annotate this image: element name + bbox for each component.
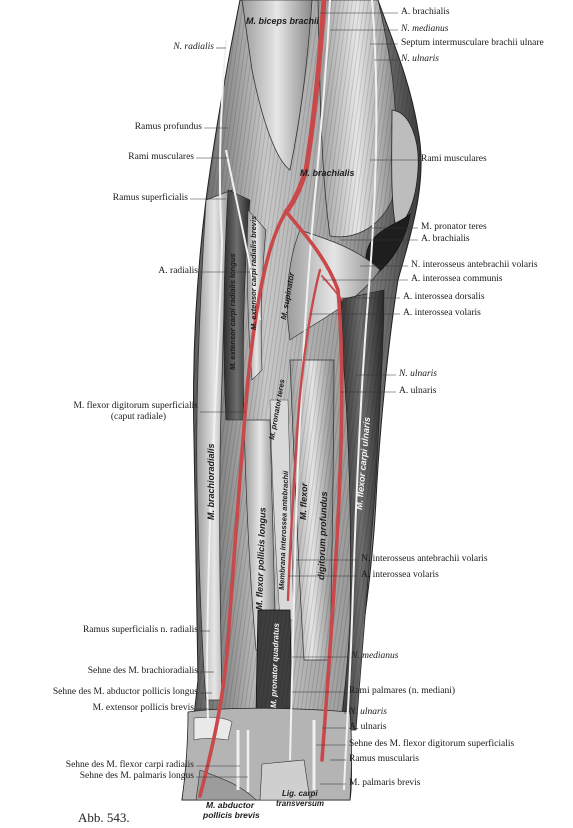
label-sehne-flexor-dig: Sehne des M. flexor digitorum superficia… xyxy=(349,739,515,749)
label-septum: Septum intermusculare brachii ulnare xyxy=(401,38,544,48)
label-n-interosseus-1: N. interosseus antebrachii volaris xyxy=(411,260,538,270)
muscle-pronator-quadratus xyxy=(255,609,293,713)
label-n-interosseus-2: N. interosseus antebrachii volaris xyxy=(361,554,488,564)
muscle-labels: M. biceps brachii M. brachialis M. brach… xyxy=(202,16,372,820)
label-sehne-abductor: Sehne des M. abductor pollicis longus xyxy=(52,687,198,697)
figure-caption: Abb. 543. xyxy=(78,810,130,825)
artery-interossea-dorsalis xyxy=(321,275,343,301)
label-a-ulnaris-mid: A. ulnaris xyxy=(399,386,437,396)
label-n-ulnaris-top: N. ulnaris xyxy=(401,54,440,64)
label-a-interossea-volaris-2: A. interossea volaris xyxy=(361,570,439,580)
label-m-extensor-pollicis: M. extensor pollicis brevis xyxy=(92,703,194,713)
label-lig-2: transversum xyxy=(276,799,324,808)
label-a-interossea-dorsalis: A. interossea dorsalis xyxy=(403,292,485,302)
label-brachialis: M. brachialis xyxy=(300,168,355,178)
label-ext-carpi-brevis: M. extensor carpi radialis brevis xyxy=(249,216,258,330)
label-m-palmaris-brevis: M. palmaris brevis xyxy=(349,778,421,788)
label-flexor-dig-prof-2: digitorum profundus xyxy=(316,491,329,580)
label-ramus-profundus: Ramus profundus xyxy=(134,122,202,132)
label-brachioradialis: M. brachioradialis xyxy=(206,443,216,520)
artery-radialis xyxy=(198,210,288,798)
label-sehne-brachioradialis: Sehne des M. brachioradialis xyxy=(87,666,198,676)
label-rami-musculares-right: Rami musculares xyxy=(421,154,487,164)
leader-lines xyxy=(190,12,418,785)
label-pronator-quadratus: M. pronator quadratus xyxy=(269,622,281,708)
label-a-brachialis-mid: A. brachialis xyxy=(421,234,470,244)
label-flexor-pollicis: M. flexor pollicis longus xyxy=(254,507,268,610)
label-m-flexor-dig-sup: M. flexor digitorum superficialis xyxy=(73,401,198,411)
label-n-radialis: N. radialis xyxy=(173,42,214,52)
label-lig-1: Lig. carpi xyxy=(282,789,318,798)
muscle-brachialis xyxy=(317,0,397,238)
label-a-ulnaris-low: A. ulnaris xyxy=(349,722,387,732)
label-n-ulnaris-low: N. ulnaris xyxy=(349,707,388,717)
label-ramus-superficialis: Ramus superficialis xyxy=(112,193,188,203)
label-ramus-sup-n-radialis: Ramus superficialis n. radialis xyxy=(82,625,198,635)
label-ext-carpi-longus: M. extensor carpi radialis longus xyxy=(228,253,237,370)
label-sehne-palmaris: Sehne des M. palmaris longus xyxy=(79,771,194,781)
label-rami-palmares: Rami palmares (n. mediani) xyxy=(349,686,456,696)
artery-interossea xyxy=(286,268,322,602)
label-n-medianus-top: N. medianus xyxy=(401,24,449,34)
label-m-pronator-teres: M. pronator teres xyxy=(421,222,487,232)
label-a-interossea-volaris-1: A. interossea volaris xyxy=(403,308,481,318)
label-ramus-muscularis: Ramus muscularis xyxy=(349,754,419,764)
artery-ulnaris xyxy=(286,212,344,762)
arteries xyxy=(198,0,344,798)
label-abductor-1: M. abductor xyxy=(206,800,255,810)
label-a-brachialis-top: A. brachialis xyxy=(401,7,450,17)
label-membrana: Membrana interossea antebrachii xyxy=(277,470,290,590)
muscle-biceps xyxy=(241,0,313,171)
label-n-ulnaris-mid: N. ulnaris xyxy=(399,369,438,379)
artery-brachialis xyxy=(283,0,327,215)
label-a-radialis: A. radialis xyxy=(158,266,198,276)
label-caput-radiale: (caput radiale) xyxy=(110,412,166,422)
label-a-interossea-communis: A. interossea communis xyxy=(411,274,503,284)
label-sehne-flexor-carpi: Sehne des M. flexor carpi radialis xyxy=(65,760,194,770)
muscle-flexor-carpi-ulnaris xyxy=(337,289,385,731)
label-rami-musculares-left: Rami musculares xyxy=(128,152,194,162)
label-biceps: M. biceps brachii xyxy=(246,16,320,26)
label-abductor-2: pollicis brevis xyxy=(202,810,260,820)
muscle-flexor-digitorum-profundus xyxy=(289,359,335,661)
label-n-medianus-low: N. medianus xyxy=(351,651,399,661)
label-flexor-dig-prof-1: M. flexor xyxy=(298,482,309,520)
